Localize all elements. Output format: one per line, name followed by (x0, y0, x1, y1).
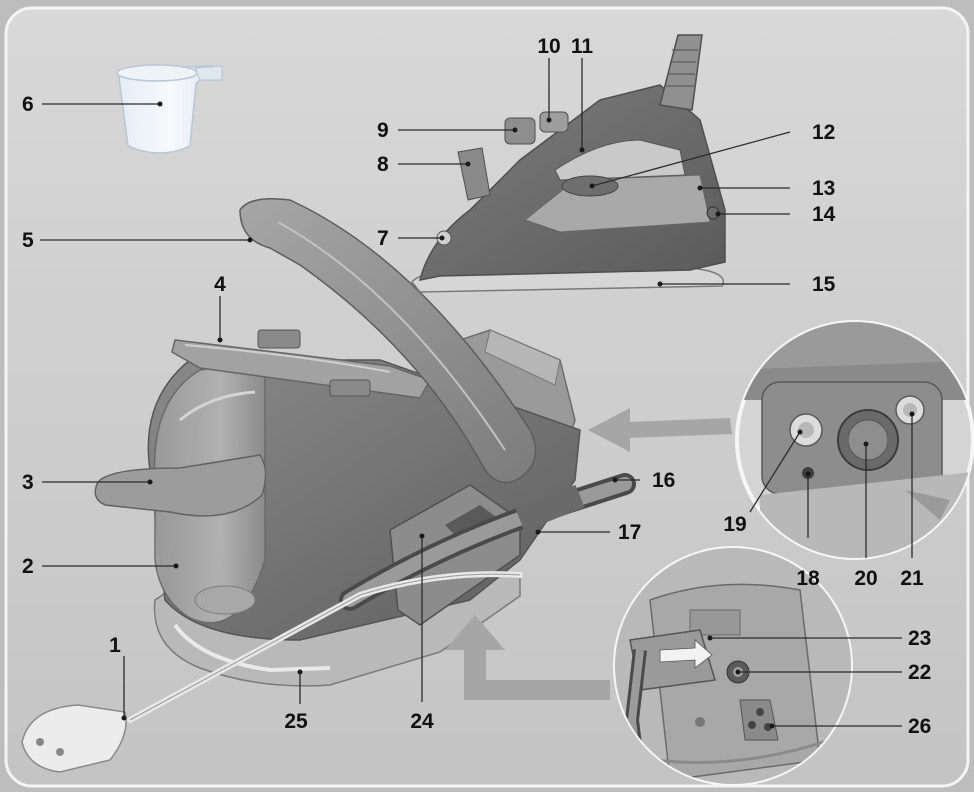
callout-9: 9 (377, 119, 389, 142)
measuring-cup (116, 64, 223, 154)
callout-20: 20 (854, 567, 877, 590)
cord-lock-arrow (445, 615, 610, 700)
underside-detail (613, 546, 853, 786)
leader-lines (40, 58, 915, 729)
callout-14: 14 (812, 203, 836, 226)
control-panel-detail (735, 320, 974, 560)
carrying-handle (239, 198, 537, 484)
callout-labels: 1 2 3 4 5 6 7 8 9 10 11 12 13 14 15 16 1… (22, 35, 931, 738)
callout-24: 24 (410, 710, 434, 733)
callout-19: 19 (723, 513, 746, 536)
callout-3: 3 (22, 471, 34, 494)
steam-iron (411, 34, 726, 293)
callout-2: 2 (22, 555, 34, 578)
callout-15: 15 (812, 273, 836, 296)
callout-10: 10 (537, 35, 560, 58)
callout-17: 17 (618, 521, 641, 544)
callout-4: 4 (214, 273, 226, 296)
callout-6: 6 (22, 93, 34, 116)
callout-21: 21 (900, 567, 924, 590)
callout-26: 26 (908, 715, 931, 738)
callout-1: 1 (109, 634, 121, 657)
callout-12: 12 (812, 121, 835, 144)
callout-13: 13 (812, 177, 835, 200)
callout-7: 7 (377, 227, 389, 250)
callout-8: 8 (377, 153, 389, 176)
callout-22: 22 (908, 661, 931, 684)
callout-5: 5 (22, 229, 34, 252)
callout-18: 18 (796, 567, 820, 590)
control-panel-arrow (588, 408, 732, 452)
callout-25: 25 (284, 710, 308, 733)
callout-11: 11 (571, 35, 594, 58)
callout-16: 16 (652, 469, 675, 492)
callout-23: 23 (908, 627, 931, 650)
